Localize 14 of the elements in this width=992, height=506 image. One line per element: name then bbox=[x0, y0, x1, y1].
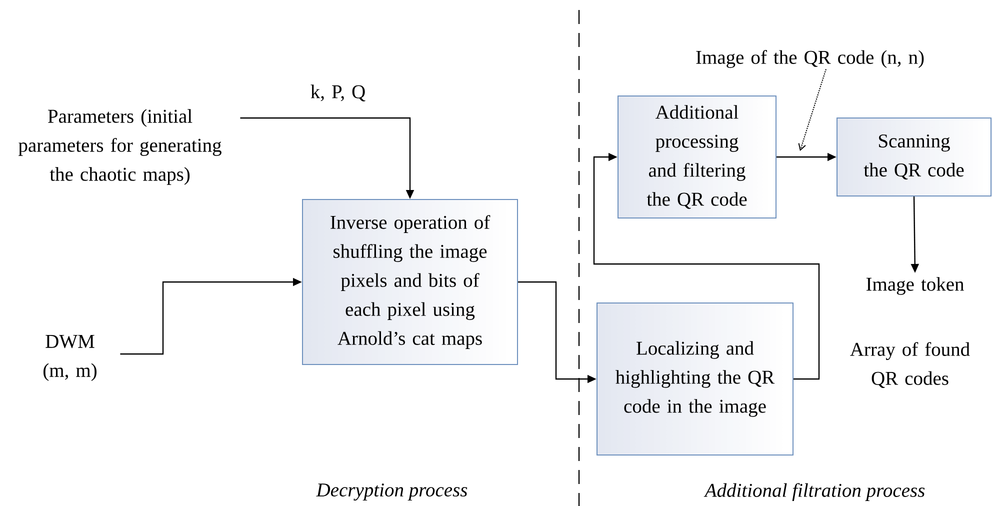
text-label: DWM (m, m) bbox=[44, 335, 96, 381]
text-label: Image of the QR code (n, n) bbox=[696, 50, 924, 68]
edge-label: Array of found QR codes bbox=[850, 342, 970, 388]
process-box: Localizing and highlighting the QR code in the image bbox=[596, 302, 794, 456]
text-label: Image token bbox=[866, 277, 964, 295]
process-box: Additional processing and filtering the QR code bbox=[618, 96, 776, 218]
process-box: Scanning the QR code bbox=[836, 118, 992, 196]
section-caption: Decryption process bbox=[316, 483, 468, 501]
section-caption: Additional filtration process bbox=[704, 483, 925, 501]
text-label: Parameters (initial parameters for generating the chaotic maps) bbox=[18, 109, 222, 185]
edge-label: k, P, Q bbox=[310, 84, 366, 102]
arrow bbox=[593, 152, 820, 380]
leader-arrow bbox=[798, 68, 827, 151]
process-box: Inverse operation of shuffling the image pixels and bits of each pixel using Arnold’s cat maps bbox=[302, 199, 518, 365]
